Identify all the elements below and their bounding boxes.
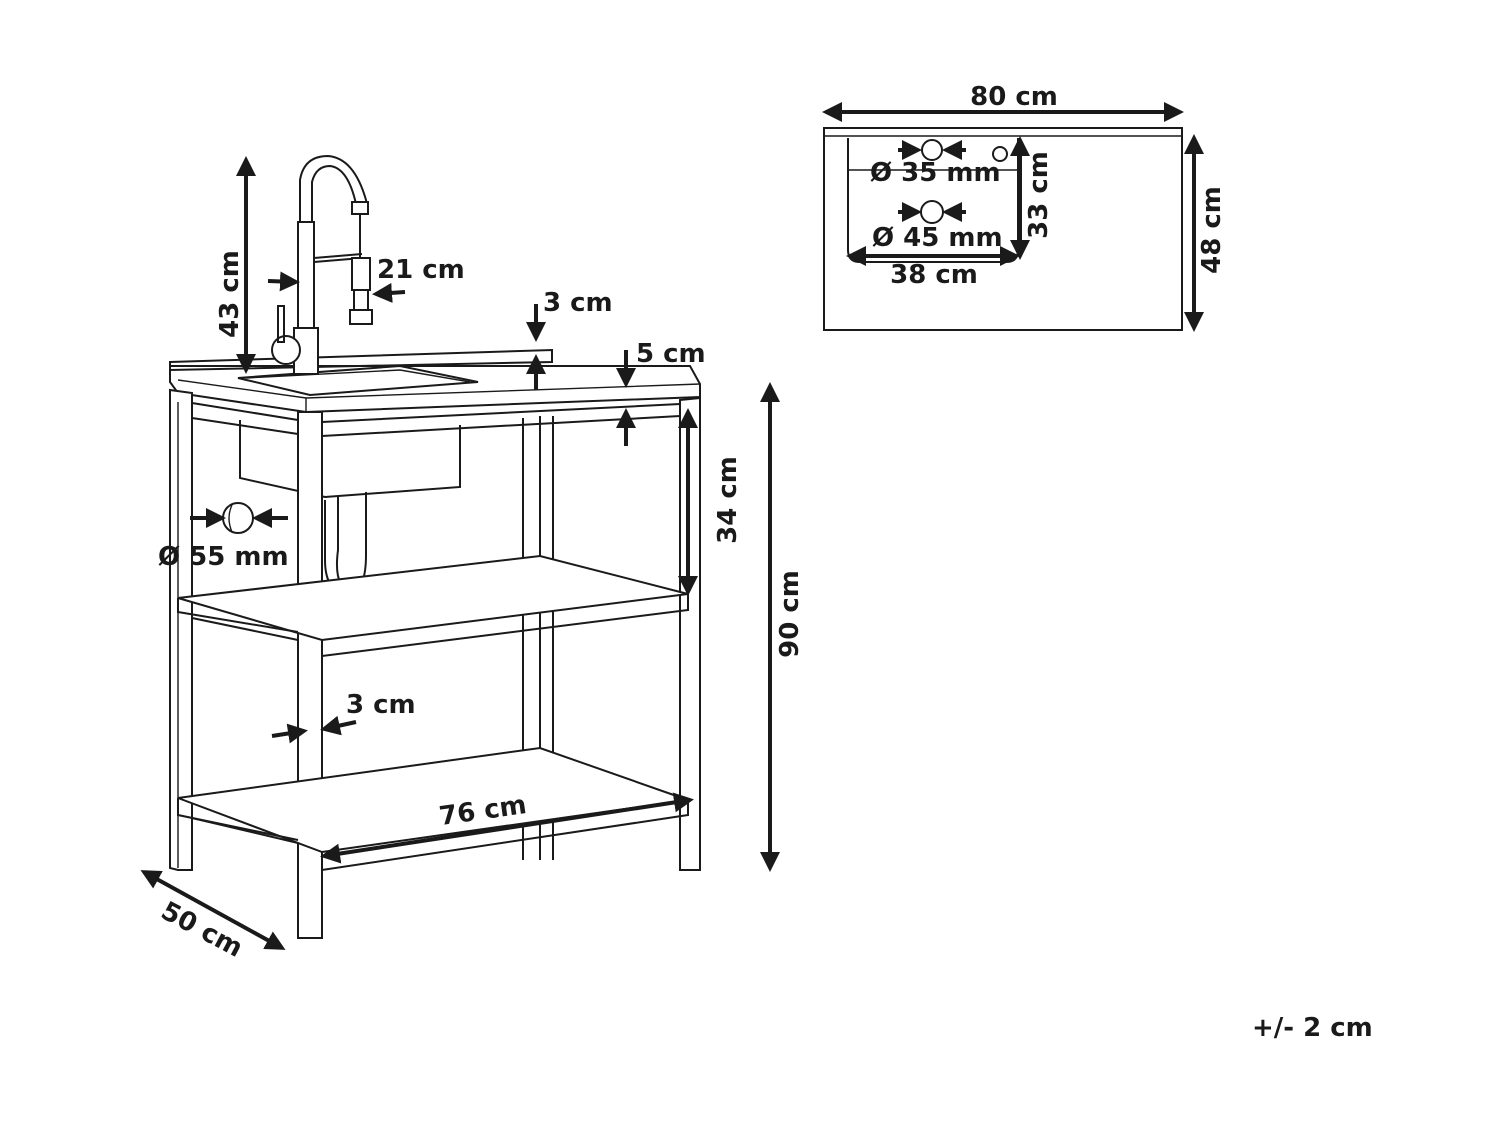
bottom-shelf [177,746,689,854]
shelf-clearance-label: 34 cm [713,456,743,544]
countertop-thickness-label: 5 cm [636,339,706,369]
faucet-diameter-arrow-right [372,282,406,303]
countertop [169,365,701,414]
basin-bowl [239,420,461,499]
dimension-arrows [140,156,780,950]
basin-drain-label: Ø 45 mm [872,223,1003,253]
backsplash [169,348,553,372]
top-view-labels: 80 cm 48 cm 33 cm 38 cm Ø 35 mm Ø 45 mm [870,82,1227,290]
tap-hole-label: Ø 35 mm [870,158,1001,188]
front-left-leg [297,411,323,939]
top-rails [191,402,681,437]
tolerance-note: +/- 2 cm [1252,1013,1373,1043]
total-height-label: 90 cm [775,570,805,658]
basin-opening [237,364,479,397]
faucet [271,154,373,375]
tap-hole-circle [921,139,943,161]
leg-width-label: 3 cm [346,690,416,720]
depth-arrow [140,870,286,950]
faucet-diameter-arrow-left [267,271,300,292]
shelf-width-arrow [320,792,694,864]
leg-arrow-right [320,715,357,736]
top-view-dimension-arrows [822,102,1204,332]
basin-drain-circle [920,200,944,224]
backsplash-height-label: 3 cm [543,288,613,318]
basin-depth-label: 33 cm [1024,151,1054,239]
top-depth-label: 48 cm [1197,186,1227,274]
back-left-leg [169,388,193,871]
faucet-diameter-label: 21 cm [377,255,465,285]
small-hole-circle [992,146,1008,162]
top-width-label: 80 cm [970,82,1058,112]
leg-arrow-left [271,723,308,744]
top-view-outline [823,127,1183,331]
basin-width-label: 38 cm [890,260,978,290]
faucet-height-label: 43 cm [215,250,245,338]
drain-hole-label: Ø 55 mm [158,542,289,572]
depth-label: 50 cm [156,896,248,964]
drain-hole-circle [222,502,254,534]
